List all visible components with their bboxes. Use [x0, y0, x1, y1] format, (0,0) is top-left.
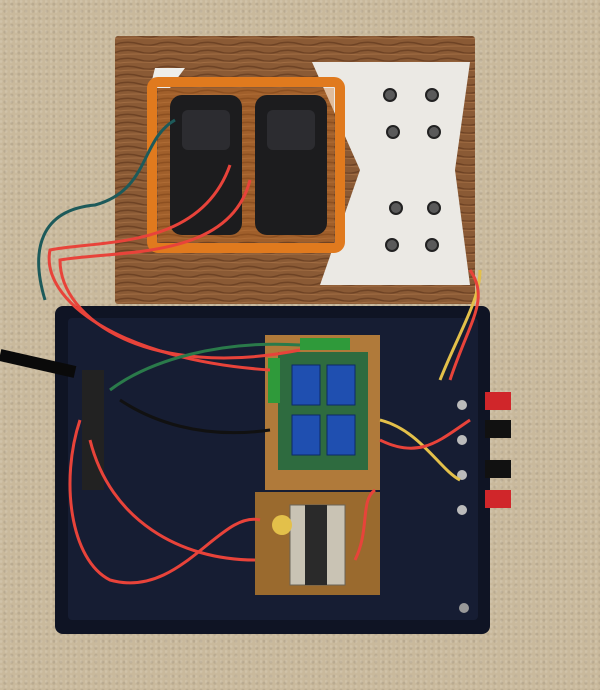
capacitor: [272, 515, 292, 535]
speaker-terminals: [485, 392, 511, 508]
terminal-strip: [82, 370, 104, 490]
orange-socket-frame: [147, 77, 345, 253]
toggle-switches: [383, 88, 441, 252]
power-cord: [0, 349, 77, 378]
wires: [37, 118, 482, 585]
relays: [291, 364, 356, 456]
metal-plate: [312, 62, 470, 285]
